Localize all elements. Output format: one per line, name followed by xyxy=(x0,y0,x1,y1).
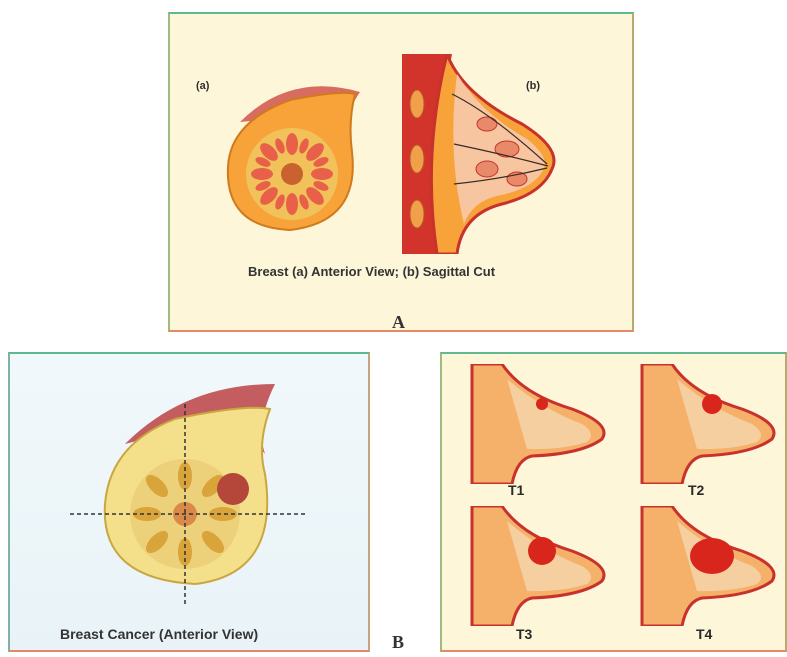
label-a: (a) xyxy=(196,80,209,92)
stage-label-t3: T3 xyxy=(516,626,532,642)
stage-t1-illustration xyxy=(462,364,612,484)
panel-a-caption: Breast (a) Anterior View; (b) Sagittal C… xyxy=(248,264,495,279)
stage-t4-illustration xyxy=(632,506,782,626)
panel-letter-b: B xyxy=(392,632,404,653)
sagittal-cut-illustration xyxy=(392,54,572,254)
panel-a-anatomy: (a) (b) xyxy=(168,12,634,332)
panel-b-cancer: Breast Cancer (Anterior View) xyxy=(8,352,370,652)
stage-t2-illustration xyxy=(632,364,782,484)
panel-tumor-stages: T1 T2 T3 T4 xyxy=(440,352,787,652)
panel-letter-a: A xyxy=(392,312,405,333)
panel-b-caption: Breast Cancer (Anterior View) xyxy=(60,626,258,642)
anterior-view-illustration xyxy=(220,82,370,232)
stage-label-t4: T4 xyxy=(696,626,712,642)
stage-t3-illustration xyxy=(462,506,612,626)
breast-cancer-illustration xyxy=(65,374,315,604)
stage-label-t2: T2 xyxy=(688,482,704,498)
stage-label-t1: T1 xyxy=(508,482,524,498)
